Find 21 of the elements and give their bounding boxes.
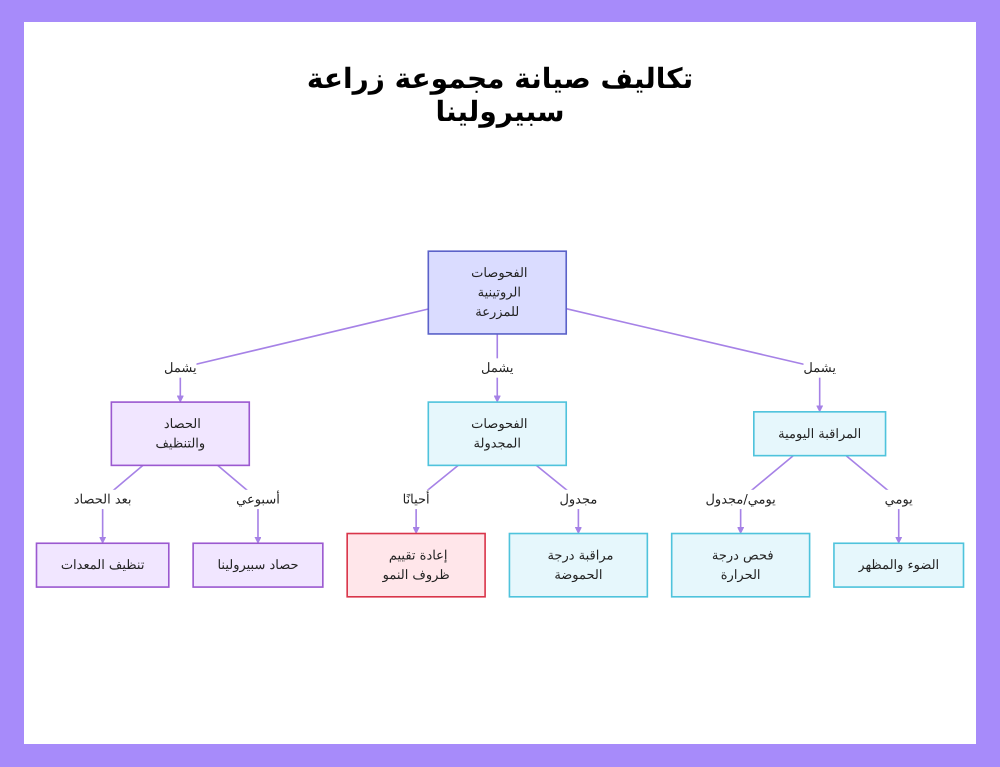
edge-label: أحيانًا: [402, 491, 430, 507]
diagram-title: تكاليف صيانة مجموعة زراعة سبيرولينا: [306, 62, 694, 128]
edge-label: يشمل: [481, 360, 514, 376]
edge-label: مجدول: [559, 491, 598, 507]
edge-label: يومي/مجدول: [705, 491, 776, 507]
node-box: فحص درجة الحرارة: [670, 532, 810, 598]
edge-label: يومي: [884, 491, 913, 507]
edge-label: يشمل: [803, 360, 836, 376]
node-box: تنظيف المعدات: [36, 542, 170, 588]
node-box: إعادة تقييم ظروف النمو: [346, 532, 486, 598]
node-box: الفحوصات المجدولة: [428, 401, 568, 466]
edge-label: بعد الحصاد: [74, 491, 132, 507]
arrow: [566, 308, 824, 412]
edge-label: أسبوعي: [236, 491, 280, 507]
arrow: [176, 308, 428, 402]
node-box: مراقبة درجة الحموضة: [508, 532, 648, 598]
node-box: حصاد سبيرولينا: [192, 542, 324, 588]
node-box: الحصاد والتنظيف: [110, 401, 250, 466]
node-box: الفحوصات الروتينية للمزرعة: [428, 250, 568, 335]
node-box: المراقبة اليومية: [753, 411, 886, 456]
edge-label: يشمل: [164, 360, 197, 376]
